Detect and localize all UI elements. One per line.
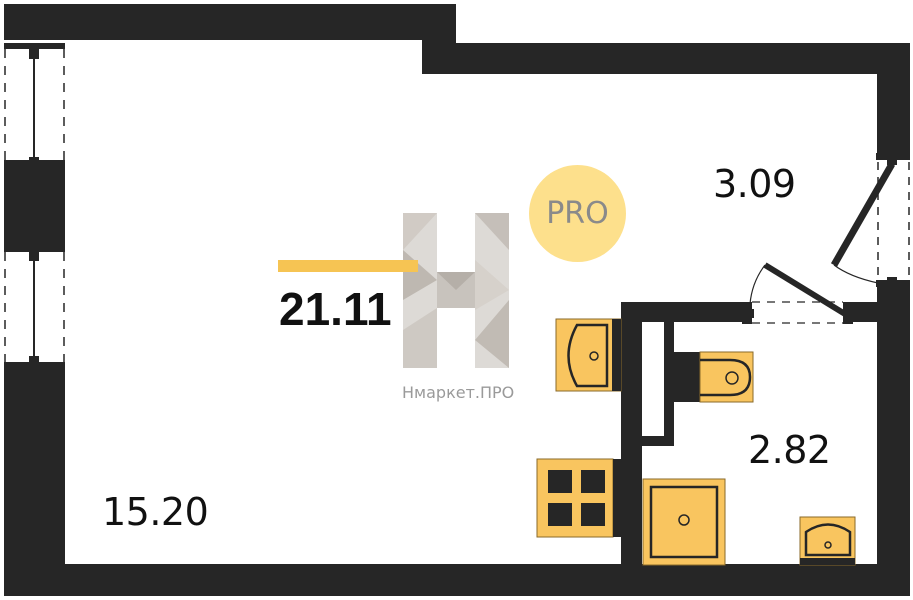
pro-badge: PRO [529, 165, 626, 262]
room-area-living: 15.20 [102, 490, 209, 534]
room-area-hallway: 3.09 [713, 162, 796, 206]
watermark-logo [403, 213, 509, 368]
bathroom-door [742, 262, 853, 324]
total-area-accent-bar [278, 260, 418, 272]
window-bottom-left [4, 246, 65, 368]
walls [4, 4, 910, 596]
shower-tray [642, 478, 726, 566]
pro-badge-text: PRO [546, 196, 609, 231]
room-area-bathroom: 2.82 [748, 428, 831, 472]
stove [536, 458, 621, 538]
bathroom-sink [799, 516, 856, 566]
watermark-text: Нмаркет.ПРО [402, 383, 515, 402]
entrance-door [830, 153, 910, 287]
window-top-left [4, 43, 65, 166]
toilet [674, 351, 754, 403]
kitchen-sink [555, 318, 622, 392]
total-area-label: 21.11 [279, 283, 392, 335]
